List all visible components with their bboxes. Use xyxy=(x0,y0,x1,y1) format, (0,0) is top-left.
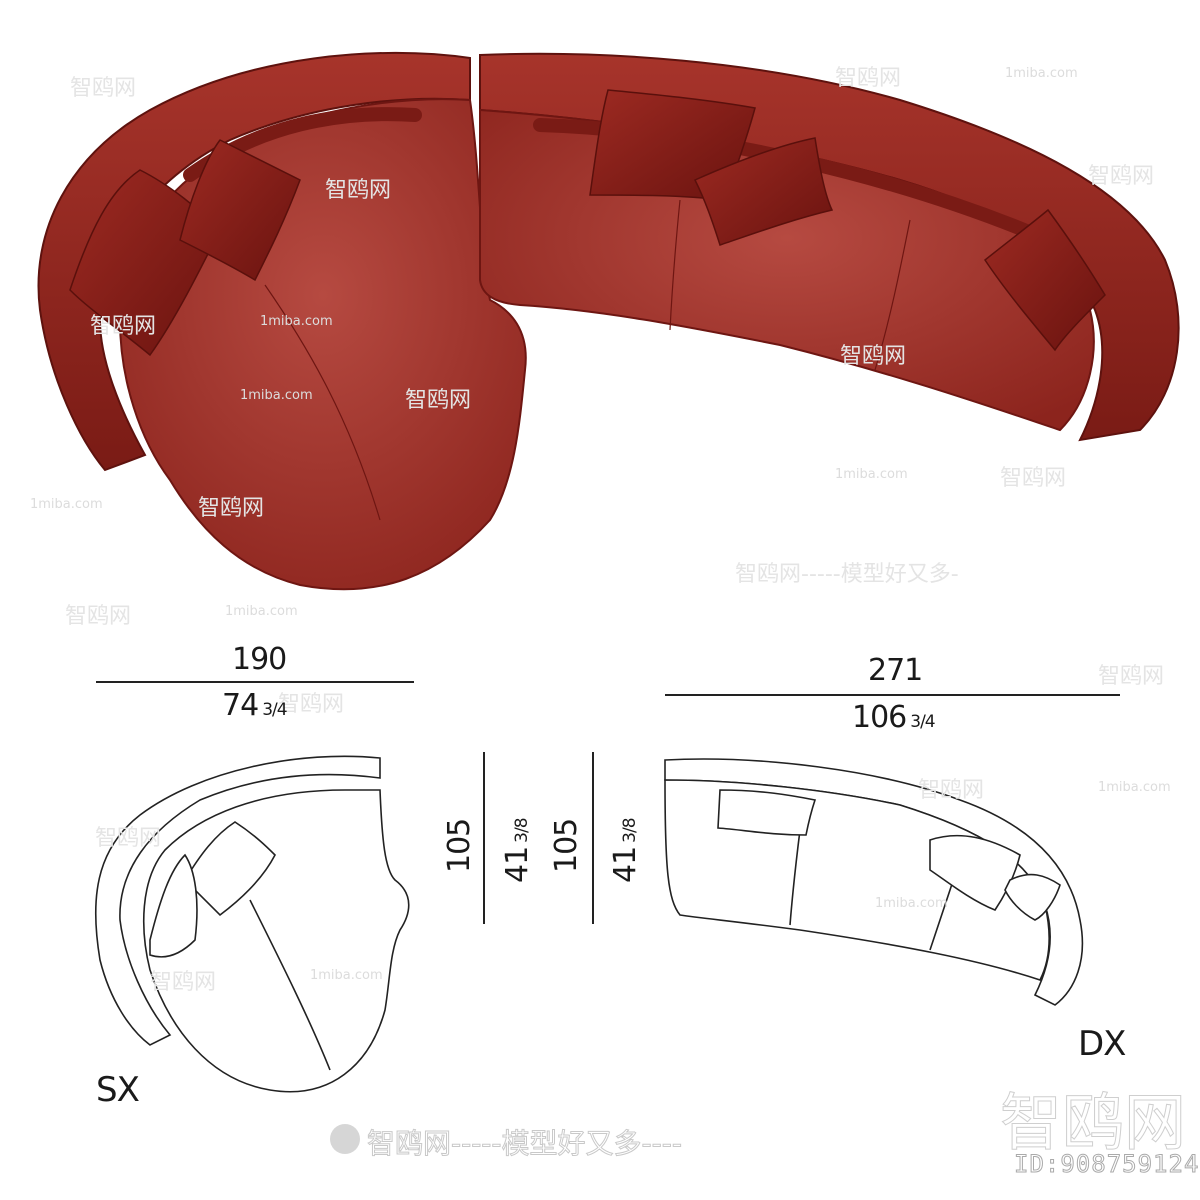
left-width-cm: 190 xyxy=(232,642,287,677)
watermark-site-cn: 智鸥网 xyxy=(150,970,217,995)
watermark-site-cn: 智鸥网 xyxy=(325,178,392,203)
right-module-drawing xyxy=(664,758,1084,1006)
watermark-site-cn: 智鸥网 xyxy=(1000,466,1067,491)
right-width-in-whole: 106 xyxy=(852,700,907,735)
watermark-site-en: 1miba.com xyxy=(1005,66,1078,81)
watermark-site-cn: 智鸥网 xyxy=(1098,664,1165,689)
watermark-site-cn: 智鸥网 xyxy=(95,826,162,851)
right-width-cm: 271 xyxy=(868,653,923,688)
right-width-line xyxy=(665,694,1120,696)
watermark-logo-icon xyxy=(330,1124,360,1154)
left-width-line xyxy=(96,681,414,683)
watermark-site-cn: 智鸥网 xyxy=(278,692,345,717)
watermark-site-cn: 智鸥网 xyxy=(918,778,985,803)
right-depth-in: 413/8 xyxy=(608,803,644,883)
right-depth-in-whole: 41 xyxy=(608,846,643,883)
watermark-site-cn: 智鸥网 xyxy=(198,496,265,521)
watermark-site-en: 1miba.com xyxy=(30,497,103,512)
watermark-site-en: 1miba.com xyxy=(310,968,383,983)
right-depth-line xyxy=(592,752,594,924)
watermark-site-en: 1miba.com xyxy=(240,388,313,403)
left-depth-in-whole: 41 xyxy=(500,846,535,883)
watermark-site-cn: 智鸥网 xyxy=(1088,164,1155,189)
right-depth-in-frac: 3/8 xyxy=(620,818,640,843)
watermark-site-cn: 智鸥网 xyxy=(90,314,157,339)
watermark-site-cn: 智鸥网 xyxy=(65,604,132,629)
left-depth-in: 413/8 xyxy=(500,803,536,883)
watermark-site-cn: 智鸥网 xyxy=(70,76,137,101)
left-width-in-whole: 74 xyxy=(222,688,259,723)
watermark-site-en: 1miba.com xyxy=(260,314,333,329)
right-module-label: DX xyxy=(1078,1024,1126,1064)
left-width-in-frac: 3/4 xyxy=(262,700,287,720)
watermark-site-en: 1miba.com xyxy=(225,604,298,619)
watermark-site-en: 1miba.com xyxy=(875,896,948,911)
right-width-in-frac: 3/4 xyxy=(910,712,935,732)
left-depth-line xyxy=(483,752,485,924)
left-depth-in-frac: 3/8 xyxy=(512,818,532,843)
watermark-slogan: 智鸥网-----模型好又多---- xyxy=(367,1127,683,1161)
watermark-site-cn: 智鸥网 xyxy=(840,344,907,369)
right-depth-cm: 105 xyxy=(549,818,584,873)
watermark-site-cn: 智鸥网 xyxy=(835,66,902,91)
watermark-site-cn: 智鸥网 xyxy=(405,388,472,413)
left-module-drawing xyxy=(94,755,410,1093)
left-depth-cm: 105 xyxy=(442,818,477,873)
left-module-label: SX xyxy=(96,1070,140,1110)
watermark-big: 智鸥网 xyxy=(999,1086,1187,1160)
watermark-site-en: 1miba.com xyxy=(835,467,908,482)
watermark-id: ID:908759124 xyxy=(1013,1150,1200,1179)
watermark-slogan: 智鸥网-----模型好又多- xyxy=(735,562,959,587)
watermark-site-en: 1miba.com xyxy=(1098,780,1171,795)
